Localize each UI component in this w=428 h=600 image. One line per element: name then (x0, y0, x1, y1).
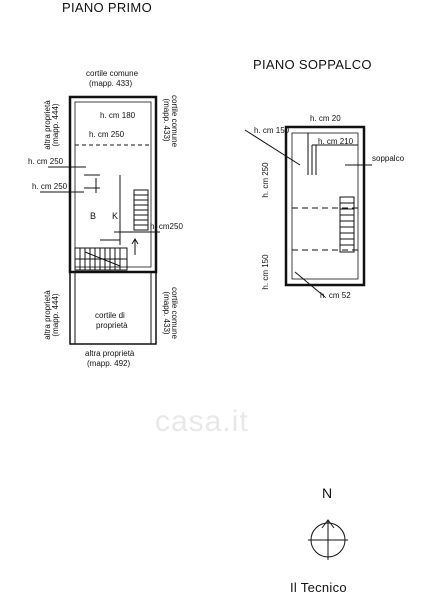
signature-label: Il Tecnico (290, 580, 347, 595)
first-floor-title: PIANO PRIMO (62, 0, 152, 15)
soppalco-label: soppalco (372, 154, 405, 163)
top-courtyard-mapp: (mapp. 433) (89, 79, 133, 88)
north-label: N (322, 485, 333, 501)
courtyard-outline (69, 271, 157, 345)
height-250-label-b: h. cm 250 (28, 157, 64, 166)
height-210-label: h. cm 210 (318, 137, 354, 146)
room-k-label: K (112, 211, 119, 221)
mezzanine-outer-wall (284, 125, 366, 287)
right-top-courtyard-label: cortile comune(mapp. 433) (161, 95, 179, 148)
height-250-label-d: h. cm250 (150, 222, 183, 231)
watermark: casa.it (155, 405, 249, 438)
room-b-label: B (90, 211, 97, 221)
courtyard-label-2: proprietà (96, 321, 128, 330)
height-250-vertical-label: h. cm 250 (261, 162, 270, 198)
height-150-vertical-label: h. cm 150 (261, 254, 270, 290)
first-floor-outer-wall (68, 95, 158, 274)
bottom-property-mapp: (mapp. 492) (87, 359, 131, 368)
bottom-property-label: altra proprietà (85, 349, 135, 358)
courtyard-label-1: cortile di (95, 311, 125, 320)
top-courtyard-label: cortile comune (86, 69, 139, 78)
left-top-property-label: altra proprietà(mapp. 444) (43, 100, 61, 150)
height-150-label-a: h. cm 150 (254, 126, 290, 135)
height-250-label-a: h. cm 250 (89, 130, 125, 139)
height-250-label-c: h. cm 250 (32, 182, 68, 191)
left-bottom-property-label: altra proprietà(mapp. 444) (43, 290, 61, 340)
height-20-label: h. cm 20 (310, 114, 341, 123)
height-52-label: h. cm 52 (320, 291, 351, 300)
mezzanine-title: PIANO SOPPALCO (253, 57, 372, 72)
right-bottom-courtyard-label: cortile comune(mapp. 433) (161, 286, 179, 340)
height-180-label: h. cm 180 (100, 111, 136, 120)
